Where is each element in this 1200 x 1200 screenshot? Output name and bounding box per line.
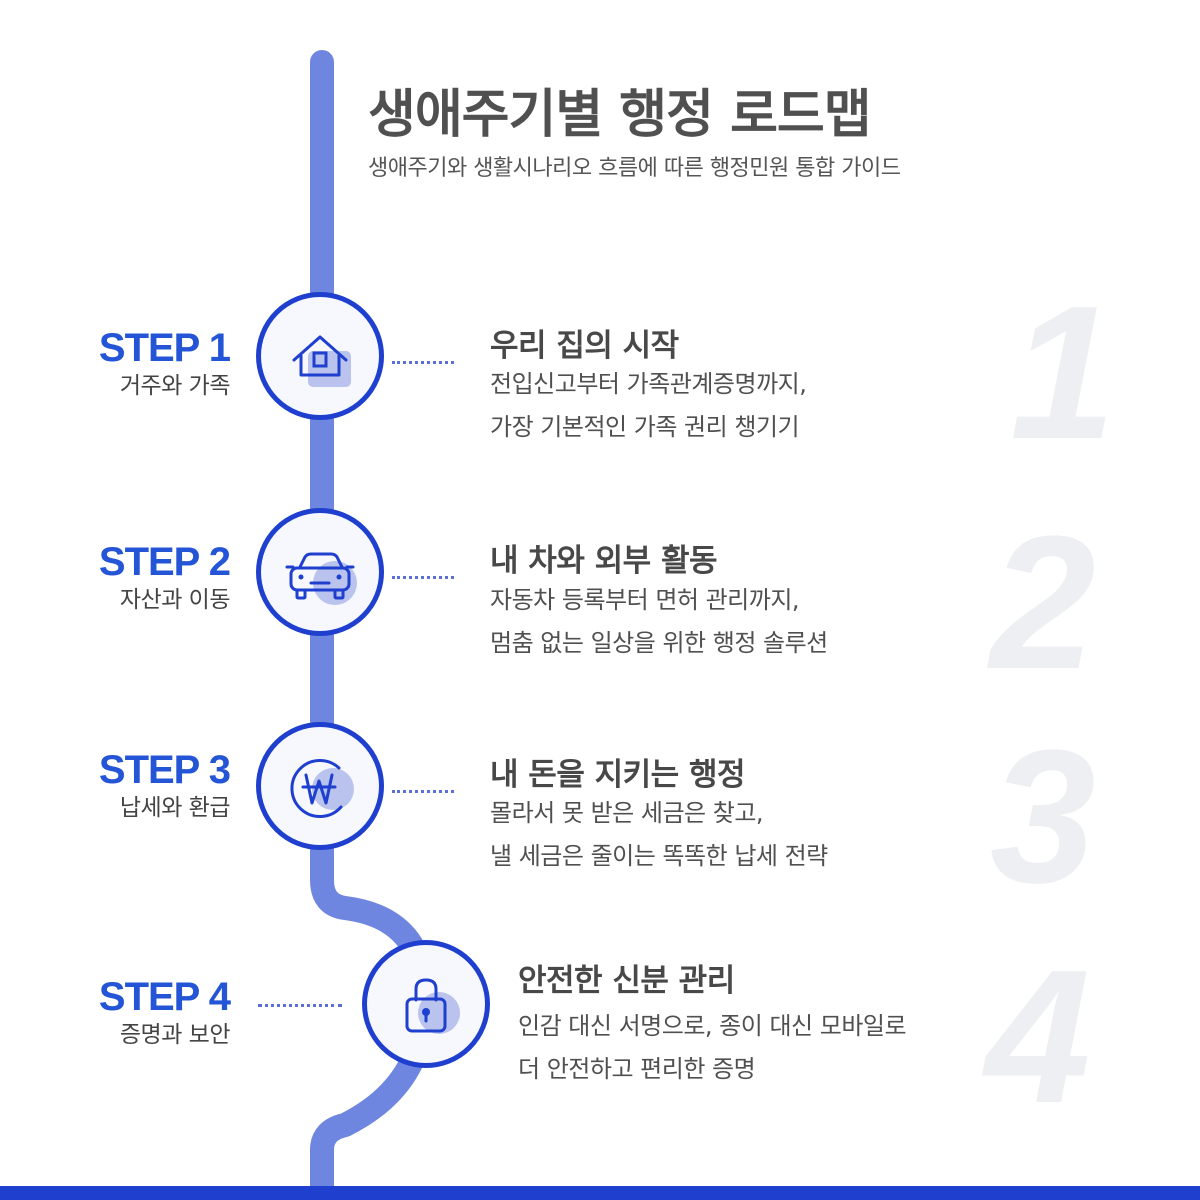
step-4-desc-line-2: 더 안전하고 편리한 증명: [518, 1055, 756, 1083]
step-2-watermark-number: 2: [990, 497, 1096, 709]
step-1-number: STEP 1: [98, 326, 231, 370]
step-4-name: 증명과 보안: [119, 1022, 231, 1048]
step-2-desc-line-1: 자동차 등록부터 면허 관리까지,: [490, 586, 800, 614]
step-1-connector: [392, 361, 454, 364]
step-3-connector: [392, 790, 454, 793]
step-2-number: STEP 2: [98, 540, 231, 584]
step-1-watermark-number: 1: [1010, 267, 1116, 479]
step-4-desc-line-1: 인감 대신 서명으로, 종이 대신 모바일로: [518, 1012, 907, 1040]
step-3-desc-line-1: 몰라서 못 받은 세금은 찾고,: [490, 799, 764, 827]
step-3-node: [256, 722, 384, 850]
step-2-title: 내 차와 외부 활동: [490, 543, 718, 579]
step-2-desc-line-2: 멈춤 없는 일상을 위한 행정 솔루션: [490, 629, 828, 657]
step-2-name: 자산과 이동: [119, 587, 231, 613]
step-1-desc-line-1: 전입신고부터 가족관계증명까지,: [490, 370, 807, 398]
step-3-name: 납세와 환급: [119, 795, 231, 821]
house-icon: [292, 335, 351, 387]
car-icon: [285, 552, 357, 605]
step-2-node: [256, 508, 384, 636]
page-title: 생애주기별 행정 로드맵: [368, 85, 872, 145]
step-4-connector: [258, 1004, 342, 1007]
step-1-title: 우리 집의 시작: [490, 328, 679, 364]
won-coin-icon: [290, 759, 354, 818]
page-subtitle: 생애주기와 생활시나리오 흐름에 따른 행정민원 통합 가이드: [368, 156, 901, 181]
step-3-desc-line-2: 낼 세금은 줄이는 똑똑한 납세 전략: [490, 842, 828, 870]
step-4-number: STEP 4: [98, 975, 231, 1019]
step-3-label: STEP 3 납세와 환급: [0, 748, 231, 824]
step-3-title: 내 돈을 지키는 행정: [490, 757, 746, 793]
step-2-label: STEP 2 자산과 이동: [0, 540, 231, 616]
step-1-label: STEP 1 거주와 가족: [0, 326, 231, 402]
step-3-watermark-number: 3: [990, 711, 1096, 923]
step-1-name: 거주와 가족: [119, 373, 231, 399]
step-4-label: STEP 4 증명과 보안: [0, 975, 231, 1051]
step-4-title: 안전한 신분 관리: [518, 963, 735, 999]
step-4-watermark-number: 4: [985, 931, 1091, 1143]
step-4-node: [362, 940, 490, 1068]
step-1-desc-line-2: 가장 기본적인 가족 권리 챙기기: [490, 413, 800, 441]
padlock-icon: [405, 978, 460, 1034]
bottom-accent-bar: [0, 1186, 1200, 1200]
step-3-number: STEP 3: [98, 748, 231, 792]
step-1-node: [256, 292, 384, 420]
step-2-connector: [392, 576, 454, 579]
